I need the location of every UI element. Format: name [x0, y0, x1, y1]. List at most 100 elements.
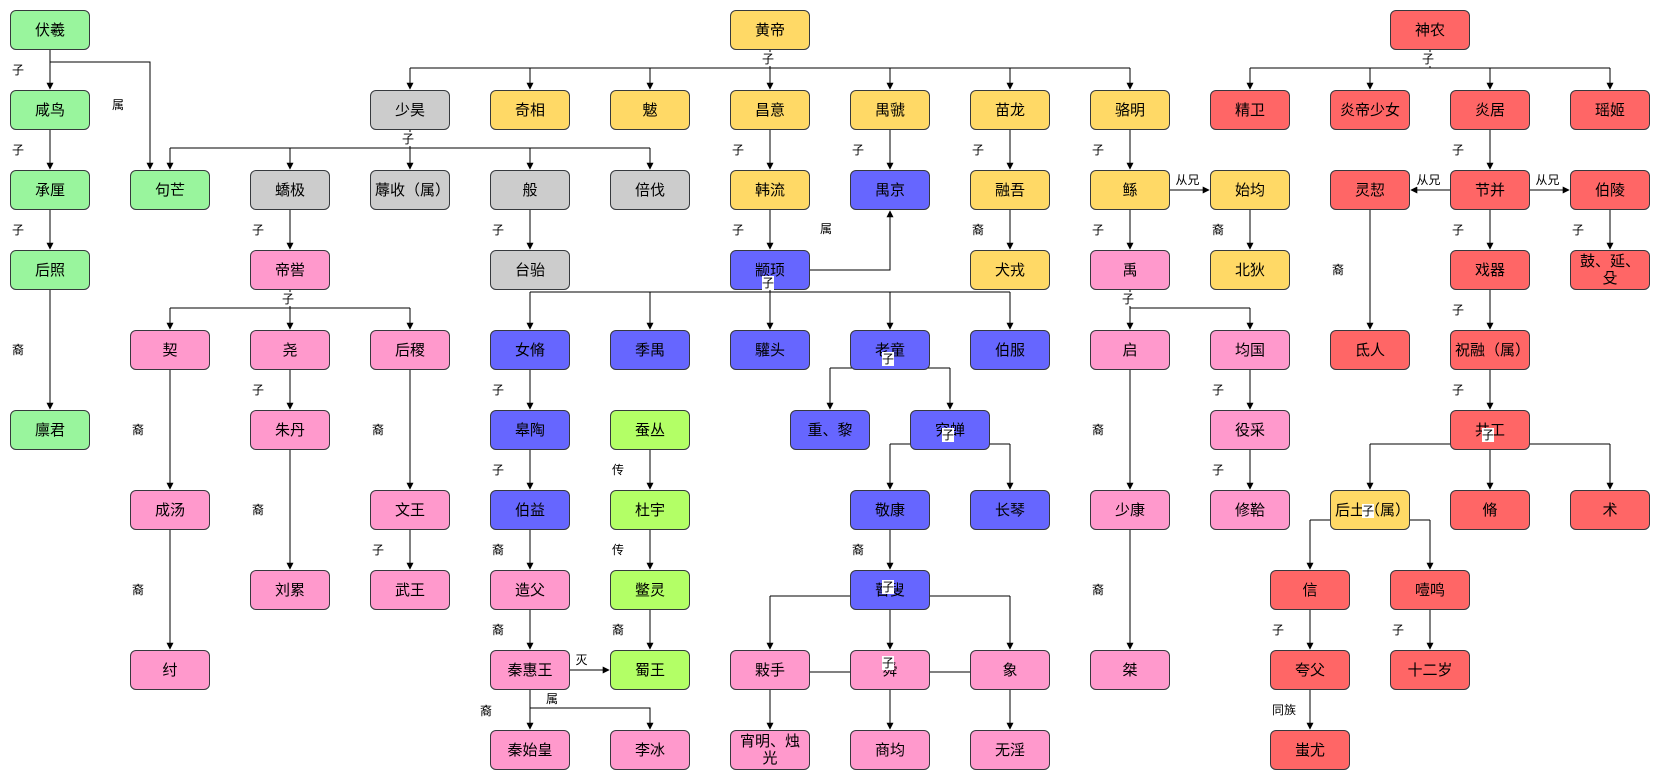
node-junguo[interactable]: 均国	[1210, 330, 1290, 370]
node-shiersui[interactable]: 十二岁	[1390, 650, 1470, 690]
node-kui[interactable]: 魃	[610, 90, 690, 130]
edge-label-zi: 子	[492, 383, 505, 397]
node-chengtang[interactable]: 成汤	[130, 490, 210, 530]
node-wuyin[interactable]: 无淫	[970, 730, 1050, 770]
node-shuwang[interactable]: 蜀王	[610, 650, 690, 690]
node-linjun[interactable]: 廪君	[10, 410, 90, 450]
edge-label-zi: 子	[852, 143, 865, 157]
node-wuwang[interactable]: 武王	[370, 570, 450, 610]
node-beifa[interactable]: 倍伐	[610, 170, 690, 210]
node-huangdi[interactable]: 黄帝	[730, 10, 810, 50]
node-zhudan[interactable]: 朱丹	[250, 410, 330, 450]
node-taitai[interactable]: 台骀	[490, 250, 570, 290]
node-xiuzhan[interactable]: 修鞈	[1210, 490, 1290, 530]
node-yandishaonv[interactable]: 炎帝少女	[1330, 90, 1410, 130]
node-beidi[interactable]: 北狄	[1210, 250, 1290, 290]
node-jiaoji[interactable]: 蟜极	[250, 170, 330, 210]
node-luoming[interactable]: 骆明	[1090, 90, 1170, 130]
node-houji[interactable]: 后稷	[370, 330, 450, 370]
node-yanju[interactable]: 炎居	[1450, 90, 1530, 130]
edge-label-zi: 子	[1272, 623, 1285, 637]
node-hanliu[interactable]: 韩流	[730, 170, 810, 210]
node-yaoji[interactable]: 瑶姬	[1570, 90, 1650, 130]
node-qinhuiwang[interactable]: 秦惠王	[490, 650, 570, 690]
edge-label-zi: 子	[1122, 292, 1135, 306]
node-tuantou[interactable]: 驩头	[730, 330, 810, 370]
edge-label-chuan: 传	[612, 543, 625, 557]
node-bofu[interactable]: 伯服	[970, 330, 1050, 370]
node-lingtian[interactable]: 灵恝	[1330, 170, 1410, 210]
node-changqin[interactable]: 长琴	[970, 490, 1050, 530]
node-miaolong[interactable]: 苗龙	[970, 90, 1050, 130]
node-zhurong[interactable]: 祝融（属）	[1450, 330, 1530, 370]
node-nvxiu[interactable]: 女脩	[490, 330, 570, 370]
edge-label-chuan: 传	[612, 463, 625, 477]
node-xiu[interactable]: 脩	[1450, 490, 1530, 530]
node-wenwang[interactable]: 文王	[370, 490, 450, 530]
edge-label-yi: 裔	[972, 223, 985, 237]
node-xin[interactable]: 信	[1270, 570, 1350, 610]
node-jingkang[interactable]: 敬康	[850, 490, 930, 530]
node-shijun[interactable]: 始均	[1210, 170, 1290, 210]
node-houzhao[interactable]: 后照	[10, 250, 90, 290]
edge-label-congxiong: 从兄	[1535, 173, 1560, 187]
edge-label-zi: 子	[1092, 143, 1105, 157]
node-boling[interactable]: 伯陵	[1570, 170, 1650, 210]
node-jiyu[interactable]: 季禺	[610, 330, 690, 370]
node-chongli[interactable]: 重、黎	[790, 410, 870, 450]
node-xiang[interactable]: 象	[970, 650, 1050, 690]
node-boyi[interactable]: 伯益	[490, 490, 570, 530]
node-shangjun[interactable]: 商均	[850, 730, 930, 770]
node-jingwei[interactable]: 精卫	[1210, 90, 1290, 130]
node-bieling[interactable]: 鳖灵	[610, 570, 690, 610]
edge-label-zi: 子	[1212, 463, 1225, 477]
node-shaokang[interactable]: 少康	[1090, 490, 1170, 530]
node-diku[interactable]: 帝喾	[250, 250, 330, 290]
node-ban[interactable]: 般	[490, 170, 570, 210]
node-yao[interactable]: 尧	[250, 330, 330, 370]
node-aoshou[interactable]: 敤手	[730, 650, 810, 690]
node-qi[interactable]: 契	[130, 330, 210, 370]
node-qi2[interactable]: 启	[1090, 330, 1170, 370]
node-liulei[interactable]: 刘累	[250, 570, 330, 610]
node-shaohao[interactable]: 少昊	[370, 90, 450, 130]
node-jie[interactable]: 桀	[1090, 650, 1170, 690]
node-shu[interactable]: 术	[1570, 490, 1650, 530]
node-qinshihuang[interactable]: 秦始皇	[490, 730, 570, 770]
node-yu[interactable]: 禹	[1090, 250, 1170, 290]
node-gaoyao[interactable]: 皋陶	[490, 410, 570, 450]
edge-label-zi: 子	[1452, 143, 1465, 157]
node-changyi[interactable]: 昌意	[730, 90, 810, 130]
node-rongwu[interactable]: 融吾	[970, 170, 1050, 210]
node-rushou[interactable]: 蓐收（属）	[370, 170, 450, 210]
edge-label-shu: 属	[112, 98, 125, 112]
node-goumang[interactable]: 句芒	[130, 170, 210, 210]
node-qixiang[interactable]: 奇相	[490, 90, 570, 130]
node-zhou[interactable]: 纣	[130, 650, 210, 690]
node-quanrong[interactable]: 犬戎	[970, 250, 1050, 290]
node-chiyou[interactable]: 蚩尤	[1270, 730, 1350, 770]
edge-label-yi: 裔	[1212, 223, 1225, 237]
node-xiqi[interactable]: 戏器	[1450, 250, 1530, 290]
node-libing[interactable]: 李冰	[610, 730, 690, 770]
node-jiebing[interactable]: 节并	[1450, 170, 1530, 210]
node-fuxi[interactable]: 伏羲	[10, 10, 90, 50]
node-zaofu[interactable]: 造父	[490, 570, 570, 610]
node-diren[interactable]: 氐人	[1330, 330, 1410, 370]
edge-label-zi: 子	[942, 428, 955, 442]
edge-label-shu: 属	[820, 222, 833, 236]
node-cancong[interactable]: 蚕丛	[610, 410, 690, 450]
node-yicai[interactable]: 役采	[1210, 410, 1290, 450]
node-guyanshu[interactable]: 鼓、延、殳	[1570, 250, 1650, 290]
node-xianniao[interactable]: 咸鸟	[10, 90, 90, 130]
node-chengli[interactable]: 承厘	[10, 170, 90, 210]
node-xiaoming[interactable]: 宵明、烛光	[730, 730, 810, 770]
node-yeming[interactable]: 噎鸣	[1390, 570, 1470, 610]
node-yuhao[interactable]: 禺虢	[850, 90, 930, 130]
node-yujing[interactable]: 禺京	[850, 170, 930, 210]
node-gun[interactable]: 鲧	[1090, 170, 1170, 210]
node-shennong[interactable]: 神农	[1390, 10, 1470, 50]
node-kuafu[interactable]: 夸父	[1270, 650, 1350, 690]
node-duyu[interactable]: 杜宇	[610, 490, 690, 530]
